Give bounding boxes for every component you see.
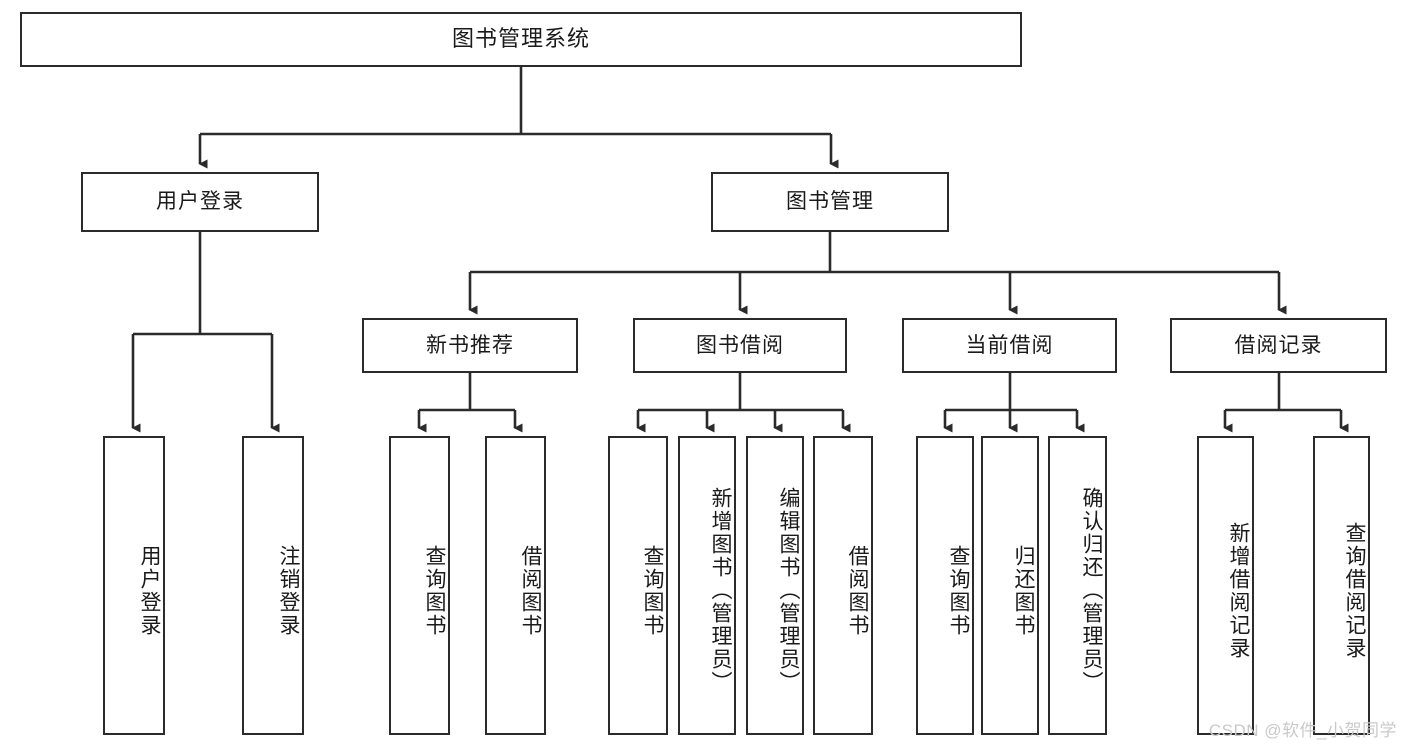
leaf-label: 新增借阅记录 xyxy=(1227,521,1250,660)
leaf-label: 借阅图书 xyxy=(519,544,542,637)
leaf-book-borrow-query-book[interactable]: 查询图书 xyxy=(608,436,668,735)
leaf-user-login-login[interactable]: 用户登录 xyxy=(103,436,165,735)
leaf-label: 注销登录 xyxy=(277,544,300,637)
leaf-current-borrow-confirm-return-admin[interactable]: 确认归还（管理员） xyxy=(1048,436,1107,735)
leaf-borrow-record-add-record[interactable]: 新增借阅记录 xyxy=(1197,436,1254,735)
leaf-new-book-borrow-book[interactable]: 借阅图书 xyxy=(485,436,546,735)
leaf-book-borrow-borrow-book[interactable]: 借阅图书 xyxy=(813,436,873,735)
leaf-label: 查询图书 xyxy=(641,544,664,637)
leaf-current-borrow-return-book[interactable]: 归还图书 xyxy=(981,436,1039,735)
node-current-borrow[interactable]: 当前借阅 xyxy=(902,318,1117,373)
node-book-management[interactable]: 图书管理 xyxy=(711,172,949,232)
leaf-book-borrow-edit-book-admin[interactable]: 编辑图书（管理员） xyxy=(746,436,804,735)
leaf-label: 新增图书（管理员） xyxy=(709,487,732,694)
leaf-label: 确认归还（管理员） xyxy=(1080,487,1103,694)
leaf-user-login-logout[interactable]: 注销登录 xyxy=(242,436,304,735)
leaf-current-borrow-query-book[interactable]: 查询图书 xyxy=(916,436,974,735)
leaf-label: 编辑图书（管理员） xyxy=(777,487,800,694)
csdn-watermark: CSDN @软件_小贺同学 xyxy=(1208,721,1397,740)
node-root-system[interactable]: 图书管理系统 xyxy=(20,12,1022,67)
node-borrow-record[interactable]: 借阅记录 xyxy=(1170,318,1387,373)
leaf-new-book-query-book[interactable]: 查询图书 xyxy=(389,436,450,735)
node-new-book-recommend[interactable]: 新书推荐 xyxy=(362,318,578,373)
node-user-login[interactable]: 用户登录 xyxy=(81,172,319,232)
leaf-borrow-record-query-record[interactable]: 查询借阅记录 xyxy=(1313,436,1370,735)
leaf-label: 用户登录 xyxy=(138,544,161,637)
node-book-borrow[interactable]: 图书借阅 xyxy=(633,318,847,373)
leaf-label: 查询图书 xyxy=(947,544,970,637)
leaf-label: 查询图书 xyxy=(423,544,446,637)
leaf-book-borrow-add-book-admin[interactable]: 新增图书（管理员） xyxy=(678,436,736,735)
leaf-label: 归还图书 xyxy=(1012,544,1035,637)
leaf-label: 查询借阅记录 xyxy=(1343,521,1366,660)
leaf-label: 借阅图书 xyxy=(846,544,869,637)
